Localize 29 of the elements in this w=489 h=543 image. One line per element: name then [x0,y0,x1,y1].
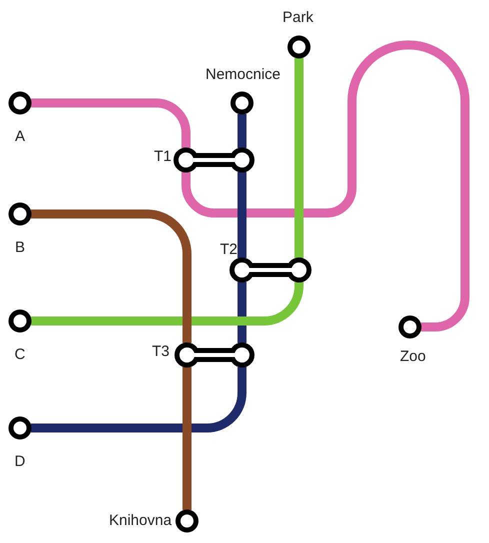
station-label: Nemocnice [206,66,281,84]
transit-line [31,210,192,343]
transit-line [294,58,304,258]
transit-line [238,172,246,258]
station-label: Knihovna [109,512,172,530]
station-circle [229,90,255,116]
station-label: Zoo [400,348,426,366]
transit-line [182,367,192,510]
station-label: B [15,239,26,257]
station-circle [397,314,423,340]
transfer-capsule [174,342,255,368]
transfer-capsule [229,257,312,283]
station-circle [174,508,200,534]
station-label: D [14,453,26,471]
station-circle [7,415,33,441]
station-circle [7,90,33,116]
station-circle [7,201,33,227]
station-circle [286,34,312,60]
station-circle [7,308,33,334]
transit-line [238,114,246,148]
station-label: T1 [154,148,172,166]
station-label: A [15,128,26,146]
station-label: T3 [152,343,170,361]
transfer-capsule [173,147,255,173]
station-label: Park [282,9,314,27]
station-label: C [14,346,26,364]
transit-line [238,282,246,343]
transit-line [31,367,246,432]
station-label: T2 [220,241,238,259]
